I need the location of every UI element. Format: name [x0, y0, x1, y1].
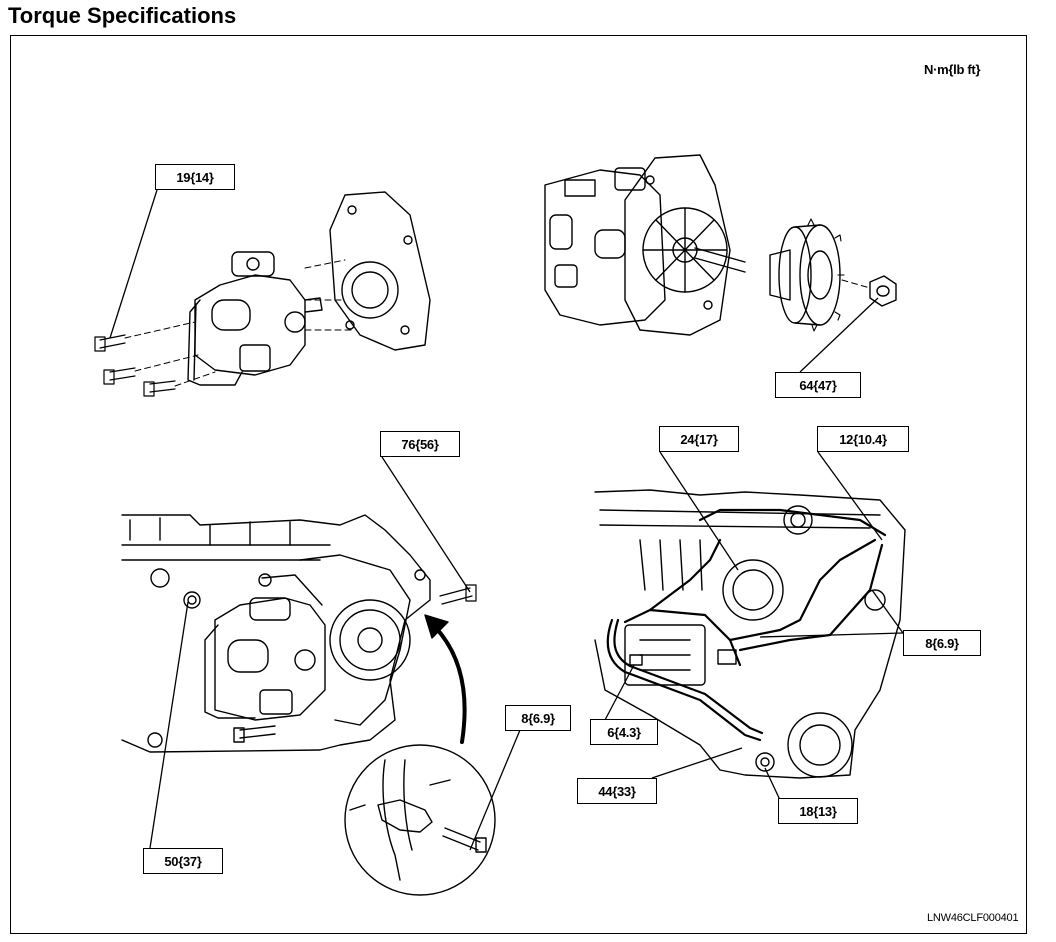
torque-label-t3: 76{56}: [380, 431, 460, 457]
torque-label-t10: 8{6.9}: [505, 705, 571, 731]
torque-label-t9: 18{13}: [778, 798, 858, 824]
page-title: Torque Specifications: [8, 3, 237, 28]
install-arrow-head: [424, 614, 449, 639]
drive-gear-top-right: [769, 218, 845, 332]
torque-label-t7: 6{4.3}: [590, 719, 658, 745]
detail-circle-bottom-left: [344, 744, 496, 896]
diagram-frame: [10, 35, 1027, 934]
torque-label-t5: 12{10.4}: [817, 426, 909, 452]
torque-label-t2: 64{47}: [775, 372, 861, 398]
pump-top-right: [544, 154, 746, 336]
figure-id: LNW46CLF000401: [927, 912, 1019, 924]
torque-label-t8: 44{33}: [577, 778, 657, 804]
leader-lines: [109, 189, 904, 851]
engine-assembly-bottom-right: [594, 489, 906, 779]
clip-left-bottom-right: [629, 654, 643, 666]
install-arrow: [428, 620, 467, 744]
bolts-top-left: [94, 334, 176, 397]
nut-top-right: [869, 275, 897, 307]
assembly-lines-top-left: [124, 259, 356, 387]
torque-label-t11: 50{37}: [143, 848, 223, 874]
pump-flange-top-left: [329, 191, 431, 351]
engine-block-bottom-left: [121, 514, 431, 753]
pump-body-top-left: [187, 251, 323, 386]
bolt-bottom-left: [439, 584, 477, 605]
pump-installed-bottom-left: [204, 573, 326, 743]
torque-label-t1: 19{14}: [155, 164, 235, 190]
torque-label-t4: 24{17}: [659, 426, 739, 452]
units-label: N·m{lb ft}: [924, 62, 981, 77]
clip-bottom-right: [717, 649, 737, 665]
torque-label-t6: 8{6.9}: [903, 630, 981, 656]
